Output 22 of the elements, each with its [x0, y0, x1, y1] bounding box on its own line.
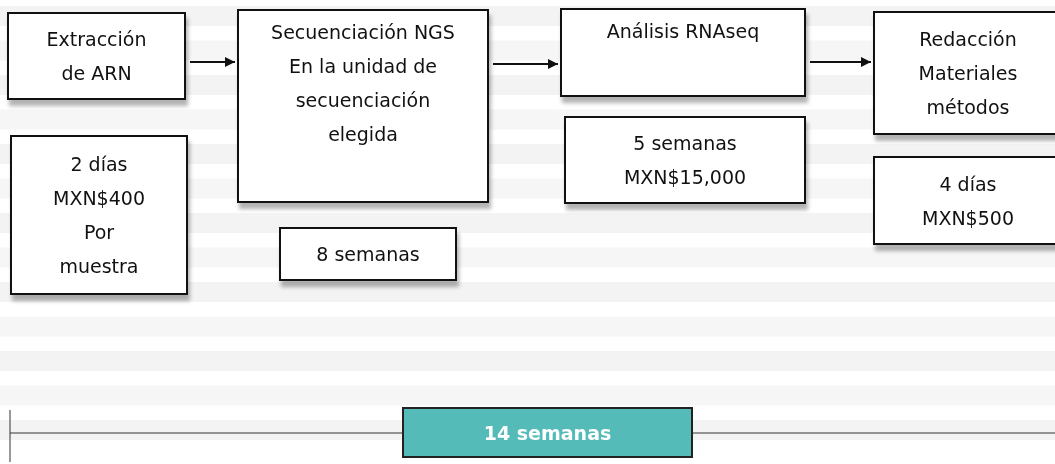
box-text: En la unidad de secuenciación elegida: [288, 54, 438, 147]
box-text: 2 días MXN$400 Por muestra: [52, 152, 146, 279]
process-box: [873, 11, 1055, 135]
process-box: [560, 8, 806, 97]
arrow: [189, 57, 236, 67]
box-text: Extracción de ARN: [45, 27, 148, 86]
process-box: [237, 9, 489, 203]
process-box: [564, 116, 806, 204]
box-text: 8 semanas: [316, 242, 420, 267]
box-text: Análisis RNAseq: [606, 19, 760, 44]
arrow: [492, 59, 559, 69]
box-text: Secuenciación NGS: [271, 20, 455, 45]
box-text: 14 semanas: [483, 420, 612, 446]
box-text: Redacción Materiales métodos: [917, 27, 1019, 120]
process-box: [7, 12, 186, 100]
process-box: [279, 227, 457, 281]
process-box: [873, 156, 1055, 245]
arrow: [809, 57, 872, 67]
box-text: 4 días MXN$500: [921, 171, 1015, 231]
process-box: [10, 135, 188, 295]
box-text: 5 semanas MXN$15,000: [622, 131, 748, 190]
total-duration-bar: [402, 407, 693, 458]
